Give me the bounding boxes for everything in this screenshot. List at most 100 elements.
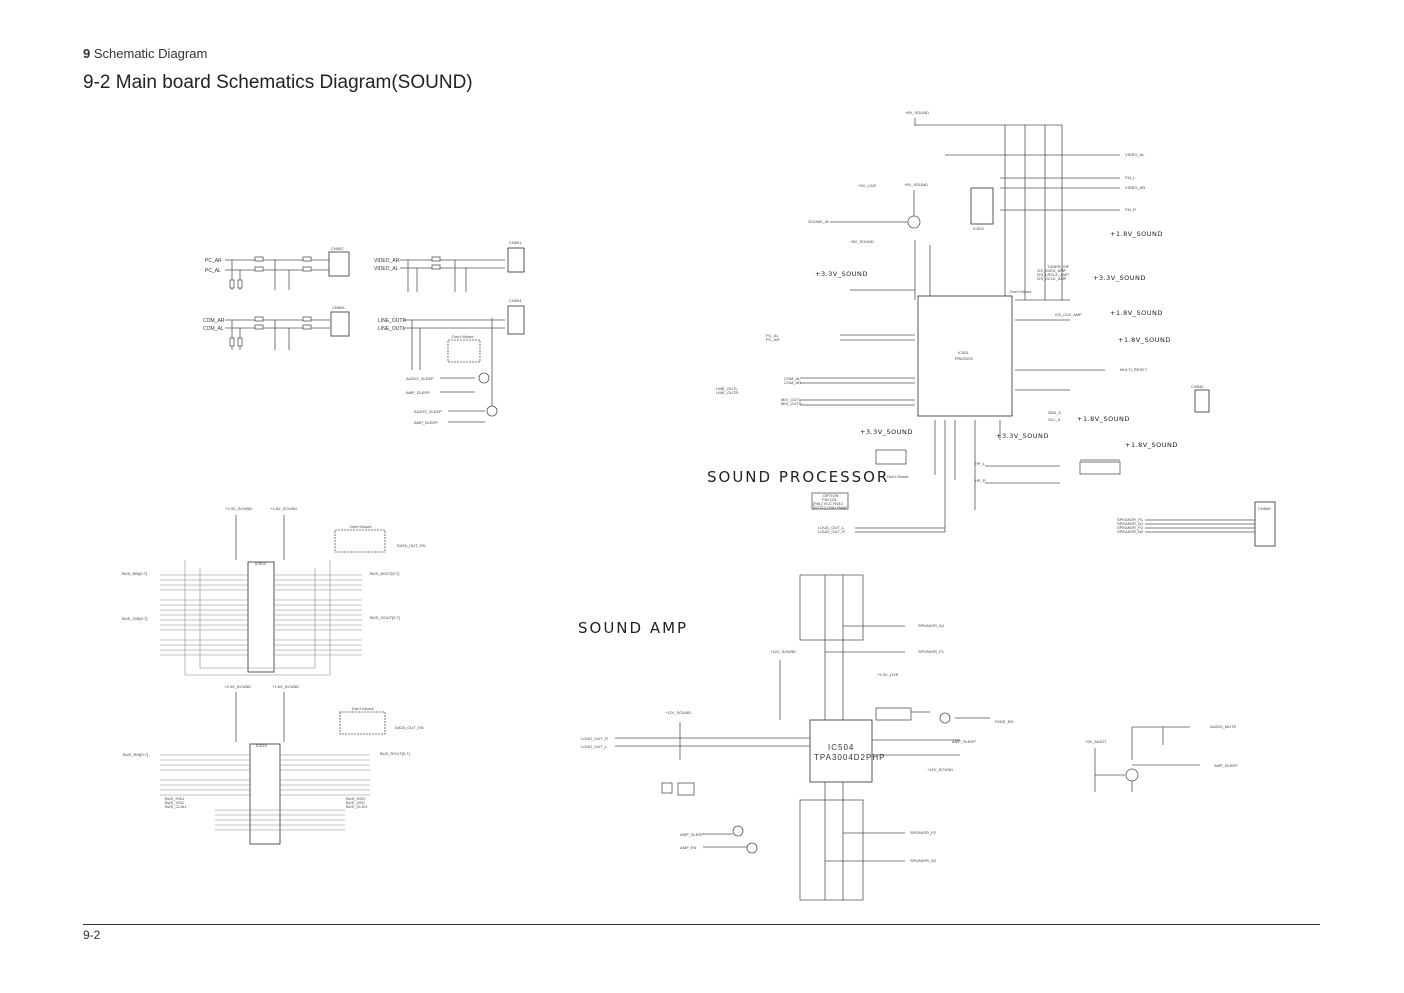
net-speaker-n1: SPEAKER_N1	[1117, 521, 1144, 526]
net-com-al: COM_AL	[203, 326, 224, 332]
dont-mount-box-5	[875, 707, 912, 721]
net-pc-ar: PC_AR	[205, 258, 222, 264]
transistor-q507	[939, 712, 951, 724]
rail-12v-sound-3: +12V_SOUND	[927, 767, 953, 772]
net-speaker-p1: SPEAKER_P1	[1117, 517, 1144, 522]
net-i2s-sclk-amp: I2S_SCLK_AMP	[1037, 276, 1067, 281]
rail-1v8-sound-3: +1.8V_SOUND	[1118, 336, 1171, 344]
net-line-outr: LINE_OUTR	[378, 318, 406, 324]
connector-cn502	[328, 251, 350, 277]
net-mix-outl: MIX_OUTL	[781, 397, 802, 402]
rail-1v8-bot: +1.8V_SOUND	[272, 684, 299, 689]
ic-ic503	[247, 561, 275, 673]
net-fm-r: FM_R	[1125, 207, 1136, 212]
rail-3v3-bot: +3.3V_SOUND	[224, 684, 251, 689]
ic-ic501	[917, 295, 1013, 417]
footer-rule	[83, 924, 1320, 925]
option-ntsc: [NTSC] GND R446	[813, 505, 848, 510]
option-title: OPTION	[823, 493, 838, 498]
label-cn502: CN502	[331, 246, 344, 251]
net-loud-out-r: LOUD_OUT_R	[818, 529, 845, 534]
net-video-ar-out: VIDEO_AR	[1125, 185, 1145, 190]
label-dont-mount: Don't Mount	[452, 334, 474, 339]
net-line-outr-p: LINE_OUTR	[716, 390, 739, 395]
rail-8v-sound: +8V_SOUND	[905, 110, 929, 115]
net-speaker-p1-amp: SPEAKER_P1	[918, 649, 945, 654]
decoupling-caps	[1079, 461, 1121, 475]
option-pin: PIN 128	[822, 497, 837, 502]
dont-mount-box-2	[875, 449, 907, 465]
ic-ic515	[249, 743, 281, 845]
connector-cn501	[507, 247, 525, 273]
rail-3v3-sound-3: +3.3V_SOUND	[996, 432, 1049, 440]
net-video-al: VIDEO_AL	[374, 266, 399, 272]
net-amp-sleep-1: AMP_SLEEP	[406, 390, 430, 395]
net-loud-out-l-amp: LOUD_OUT_L	[581, 744, 608, 749]
rail-5v-live: +5V_LIVE	[858, 183, 876, 188]
rail-1v8-sound-5: +1.8V_SOUND	[1125, 441, 1178, 449]
net-video-al-out: VIDEO_AL	[1125, 152, 1145, 157]
net-fade-en: FADE_EN	[995, 719, 1013, 724]
net-com-ar: COM_AR	[203, 318, 225, 324]
net-loud-out-r-amp: LOUD_OUT_R	[581, 736, 608, 741]
section-title: Schematic Diagram	[93, 46, 208, 61]
net-data-out-en-1: DATA_OUT_EN	[397, 543, 426, 548]
net-pc-al-p: PC_AL	[766, 333, 779, 338]
rail-1v8-sound-2: +1.8V_SOUND	[1110, 309, 1163, 317]
net-amp-sleep-final: AMP_SLEEP	[1214, 763, 1238, 768]
ic-ic504	[809, 719, 873, 783]
rail-1v8-sound-1: +1.8V_SOUND	[1110, 230, 1163, 238]
sound-processor-block: IC501 TP6200S2 Don't Mount +3.3V_SOUND +…	[707, 230, 1276, 547]
net-speaker-n1-amp: SPEAKER_N1	[918, 623, 945, 628]
regulator	[661, 782, 673, 794]
net-bus-hso: BUS_HSO	[346, 796, 365, 801]
label-ic501: IC501	[958, 350, 969, 355]
net-bus-bin: BUS_BIN[0:7]	[122, 571, 147, 576]
label-cn501: CN501	[509, 240, 522, 245]
label-dont-mount-2: Don't Mount	[1010, 289, 1032, 294]
net-speaker-n2: SPEAKER_N2	[1117, 529, 1144, 534]
dont-mount-box	[447, 339, 481, 363]
net-mix-outr: MIX_OUTR	[781, 401, 802, 406]
label-cn506: CN506	[1258, 506, 1271, 511]
bus-buffer-bottom-block: +3.3V_SOUND +1.8V_SOUND IC515 BUS_RIN[0:…	[123, 684, 424, 845]
section-number: 9	[83, 46, 91, 61]
page-number: 9-2	[83, 928, 101, 942]
sound-amp-block: SOUND AMP SPEAKER_N1 SPEAKER_P1 IC504 TP…	[578, 574, 1013, 901]
dont-mount-reg	[677, 782, 695, 796]
section-heading: 9 Schematic Diagram	[83, 46, 207, 61]
label-cn505: CN505	[332, 305, 345, 310]
connector-cn506	[1254, 501, 1276, 547]
net-video-ar: VIDEO_AR	[374, 258, 400, 264]
connector-cn504	[507, 305, 525, 335]
net-bus-clki1: BUS_CLKI1	[165, 804, 187, 809]
label-dont-mount-3: Don't Mount	[887, 474, 909, 479]
option-table	[811, 492, 849, 510]
net-com-al-p: COM_AL	[784, 376, 801, 381]
transistor-q506	[746, 842, 758, 854]
net-pc-al: PC_AL	[205, 268, 221, 274]
rail-8v-sound-3: +8V_SOUND	[850, 239, 874, 244]
net-line-outl: LINE_OUTL	[378, 326, 405, 332]
dont-mount-box-4	[339, 711, 386, 735]
label-ic515: IC515	[256, 743, 267, 748]
dont-mount-box-3	[334, 529, 386, 553]
net-audio-mute: AUDIO_MUTE	[1210, 724, 1237, 729]
net-multi-reset: MULTI_RESET	[1120, 367, 1148, 372]
net-fm-l: FM_L	[1125, 175, 1136, 180]
label-ic502: IC502	[973, 226, 984, 231]
option-pal: [PAL] VCC R443	[813, 501, 843, 506]
label-ic504: IC504	[828, 743, 854, 752]
net-bus-rin: BUS_RIN[0:7]	[123, 752, 148, 757]
transistor-q	[907, 215, 921, 229]
label-ic504-part: TPA3004D2PHP	[814, 753, 885, 762]
transistor-q	[486, 405, 498, 417]
net-audio-sleep-1: AUDIO_SLEEP	[406, 376, 434, 381]
net-i2s-clk-amp: I2S_CLK_AMP	[1055, 312, 1082, 317]
rail-3v3-top: +3.3V_SOUND	[225, 506, 252, 511]
net-amp-sleep-2: AMP_SLEEP	[414, 420, 438, 425]
rail-12v-sound-2: +12V_SOUND	[665, 710, 691, 715]
net-bus-bout: BUS_BOUT[0:7]	[370, 571, 399, 576]
transistor-q	[1125, 768, 1139, 782]
